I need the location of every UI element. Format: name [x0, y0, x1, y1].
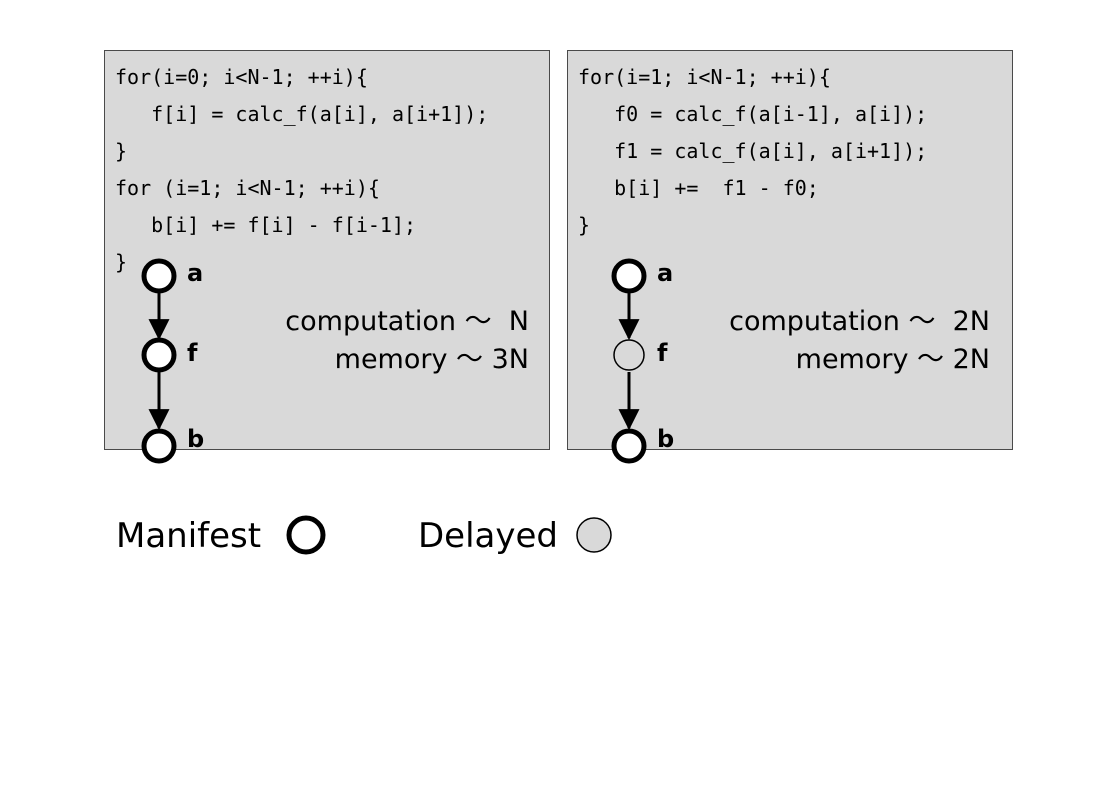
code-line: f0 = calc_f(a[i-1], a[i]); — [578, 102, 928, 126]
code-line: } — [115, 250, 128, 274]
node-a — [611, 258, 647, 294]
left-code-block: for(i=0; i<N-1; ++i){ f[i] = calc_f(a[i]… — [115, 59, 488, 281]
node-label-f: f — [187, 339, 198, 367]
code-line: for(i=1; i<N-1; ++i){ — [578, 65, 831, 89]
right-dependency-graph: a f b — [611, 258, 674, 464]
legend-delayed-label: Delayed — [418, 516, 559, 556]
computation-stat: computation 〜 2N — [729, 306, 990, 337]
node-f — [613, 339, 645, 371]
node-b — [141, 428, 177, 464]
left-complexity-stats: computation 〜 N memory 〜 3N — [285, 303, 529, 379]
right-code-panel: for(i=1; i<N-1; ++i){ f0 = calc_f(a[i-1]… — [567, 50, 1013, 450]
node-label-b: b — [657, 425, 674, 453]
manifest-circle-icon — [286, 515, 326, 555]
right-complexity-stats: computation 〜 2N memory 〜 2N — [729, 303, 990, 379]
node-a — [141, 258, 177, 294]
memory-stat: memory 〜 3N — [334, 344, 529, 375]
node-label-b: b — [187, 425, 204, 453]
code-line: for (i=1; i<N-1; ++i){ — [115, 176, 380, 200]
memory-stat: memory 〜 2N — [795, 344, 990, 375]
node-label-a: a — [657, 259, 673, 287]
legend: Manifest Delayed — [114, 510, 714, 570]
right-code-block: for(i=1; i<N-1; ++i){ f0 = calc_f(a[i-1]… — [578, 59, 927, 244]
computation-stat: computation 〜 N — [285, 306, 529, 337]
node-label-f: f — [657, 339, 668, 367]
node-f — [141, 337, 177, 373]
code-line: f[i] = calc_f(a[i], a[i+1]); — [115, 102, 489, 126]
node-b — [611, 428, 647, 464]
left-code-panel: for(i=0; i<N-1; ++i){ f[i] = calc_f(a[i]… — [104, 50, 550, 450]
code-line: } — [115, 139, 128, 163]
code-line: for(i=0; i<N-1; ++i){ — [115, 65, 368, 89]
code-line: } — [578, 213, 591, 237]
left-dependency-graph: a f b — [141, 258, 204, 464]
node-label-a: a — [187, 259, 203, 287]
legend-manifest-label: Manifest — [116, 516, 262, 556]
code-line: b[i] += f1 - f0; — [578, 176, 819, 200]
code-line: f1 = calc_f(a[i], a[i+1]); — [578, 139, 928, 163]
delayed-circle-icon — [576, 517, 612, 553]
code-line: b[i] += f[i] - f[i-1]; — [115, 213, 417, 237]
